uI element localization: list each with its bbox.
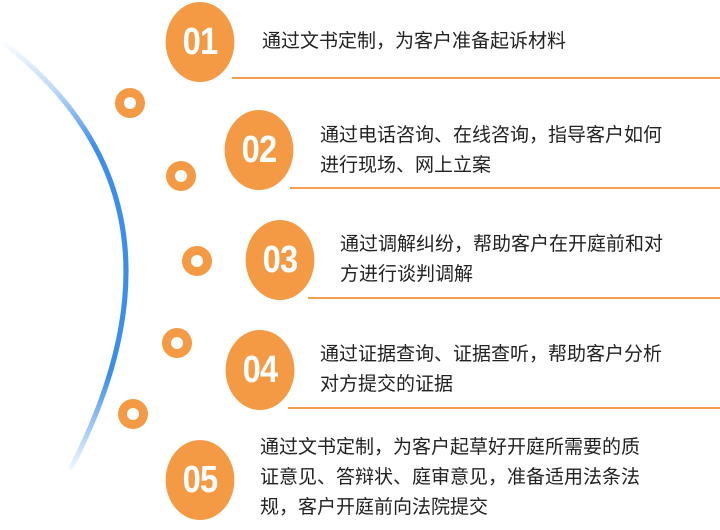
arc-node	[182, 246, 212, 276]
step-text-line: 通过文书定制，为客户起草好开庭所需要的质	[260, 436, 641, 458]
step-number-badge: 03	[245, 220, 315, 300]
step-number-badge: 02	[224, 110, 294, 190]
step-text-line: 对方提交的证据	[320, 373, 454, 395]
step-03: 03 通过调解纠纷，帮助客户在开庭前和对 方进行谈判调解	[0, 0, 720, 300]
step-text-line: 证意见、答辩状、庭审意见，准备适用法条法	[260, 466, 641, 488]
step-number-badge: 01	[165, 2, 235, 82]
step-text-line: 通过证据查询、证据查听，帮助客户分析	[320, 343, 663, 365]
step-number-badge: 04	[225, 330, 295, 410]
step-divider	[232, 77, 720, 79]
arc-node	[166, 161, 196, 191]
step-description: 通过证据查询、证据查听，帮助客户分析 对方提交的证据	[320, 339, 662, 399]
step-04: 04 通过证据查询、证据查听，帮助客户分析 对方提交的证据	[0, 0, 720, 410]
step-description: 通过文书定制，为客户起草好开庭所需要的质 证意见、答辩状、庭审意见，准备适用法条…	[260, 432, 640, 522]
step-text-line: 进行现场、网上立案	[320, 154, 492, 176]
step-description: 通过调解纠纷，帮助客户在开庭前和对 方进行谈判调解	[340, 229, 663, 289]
step-01: 01 通过文书定制，为客户准备起诉材料	[0, 0, 720, 82]
step-divider	[290, 187, 720, 189]
step-divider	[288, 407, 720, 409]
step-text-line: 通过电话咨询、在线咨询，指导客户如何	[320, 124, 663, 146]
step-text-line: 规，客户开庭前向法院提交	[260, 496, 489, 518]
arc-line	[0, 38, 129, 472]
arc-node	[162, 328, 192, 358]
step-text-line: 通过调解纠纷，帮助客户在开庭前和对	[340, 233, 664, 255]
arc-node	[115, 88, 145, 118]
step-description: 通过文书定制，为客户准备起诉材料	[262, 26, 566, 56]
step-number-badge: 05	[165, 440, 235, 520]
arc-node	[118, 399, 148, 429]
step-02: 02 通过电话咨询、在线咨询，指导客户如何 进行现场、网上立案	[0, 0, 720, 190]
step-divider	[308, 297, 720, 299]
step-description: 通过电话咨询、在线咨询，指导客户如何 进行现场、网上立案	[320, 120, 662, 180]
step-text-line: 方进行谈判调解	[340, 263, 474, 285]
step-text-line: 通过文书定制，为客户准备起诉材料	[262, 30, 567, 52]
